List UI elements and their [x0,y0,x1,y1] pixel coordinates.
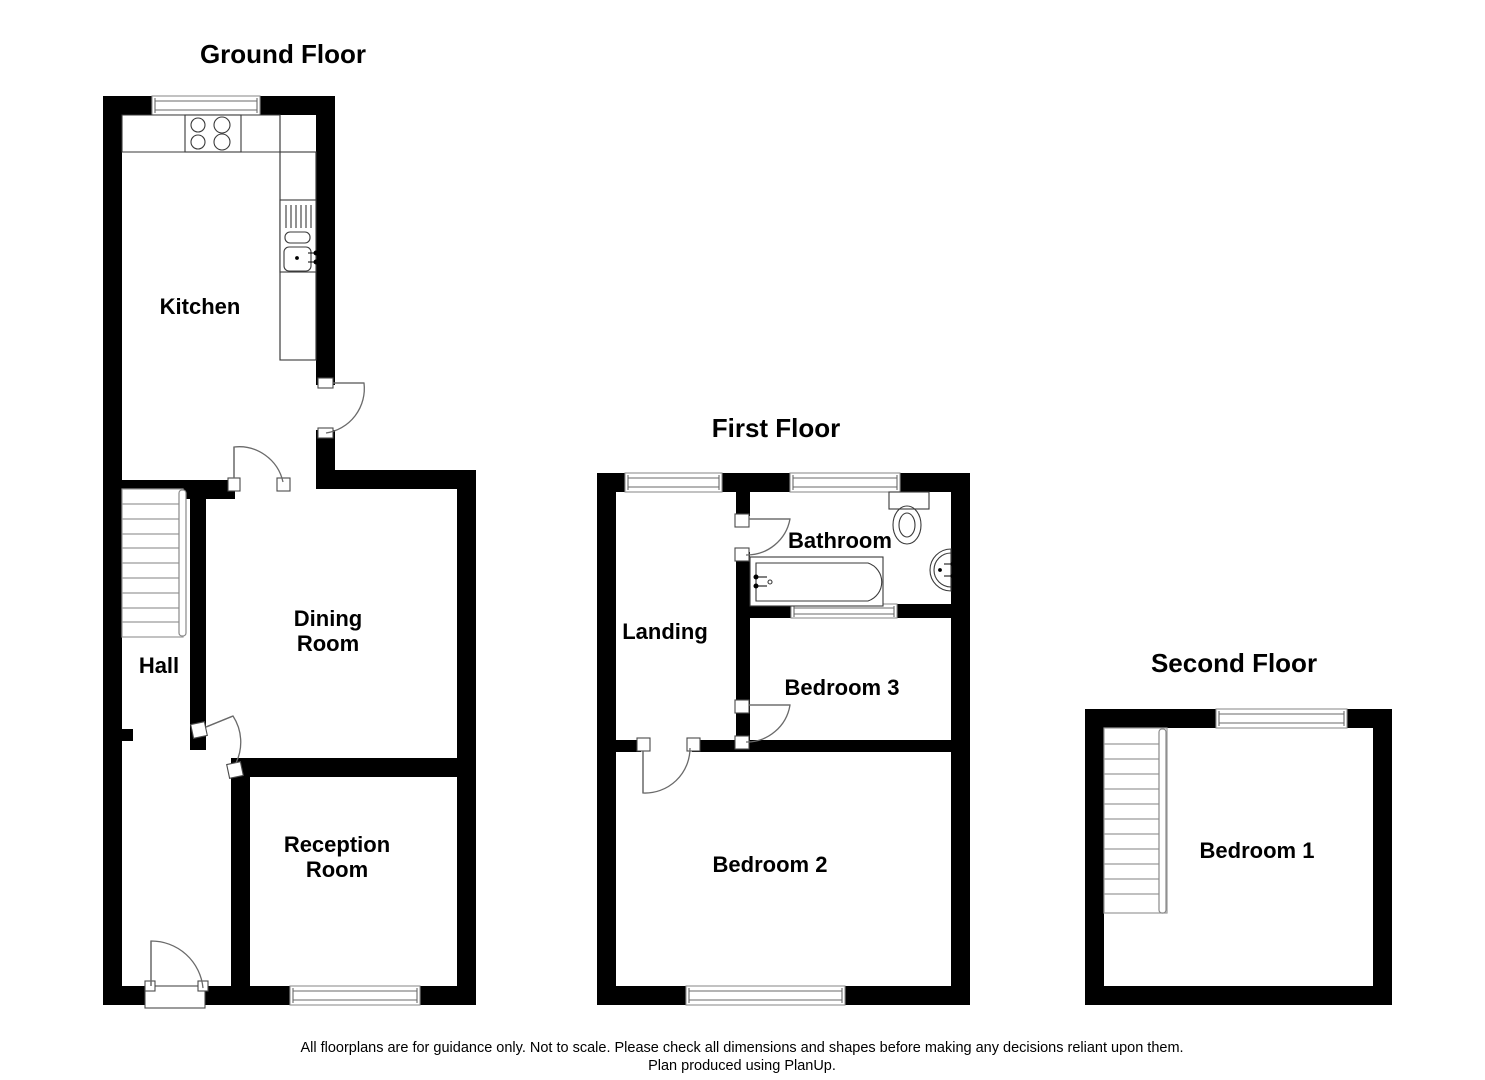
room-label-reception-line2: Room [306,857,368,882]
ground-floor-walls [103,96,476,1005]
wall-segment [951,473,970,1005]
wall-segment [1373,709,1392,1005]
wall-segment [316,470,476,489]
room-label-bathroom: Bathroom [788,528,892,553]
door-hall-dining[interactable] [190,715,244,779]
window-bedroom1-top [1215,708,1348,729]
wall-segment [1085,709,1104,1005]
room-label-landing: Landing [622,619,708,644]
hob-icon [184,114,242,153]
ground-floor-title: Ground Floor [200,39,366,69]
window-bedroom3 [790,603,898,619]
wall-segment [457,470,476,1005]
wall-segment [692,740,970,752]
door-bedroom3[interactable] [734,699,791,750]
window-bathroom-top [789,472,901,493]
wall-segment [597,740,641,752]
wall-segment [103,96,122,1005]
room-label-bedroom3: Bedroom 3 [785,675,900,700]
second-floor-group: Second Floor [1085,648,1392,1005]
ground-floor-group: Ground Floor [103,39,476,1009]
wall-segment [103,729,133,741]
sink-icon [279,199,319,273]
staircase-second [1103,727,1168,914]
room-label-kitchen: Kitchen [160,294,241,319]
wall-segment [736,492,750,516]
first-floor-group: First Floor [597,413,970,1006]
staircase-ground [121,488,187,638]
door-kitchen-back[interactable] [317,377,365,439]
wall-segment [316,96,335,385]
window-kitchen-top [151,95,261,116]
wall-segment [1085,986,1392,1005]
wall-segment [597,473,616,1005]
door-front-entrance[interactable] [144,940,209,1009]
door-kitchen-dining[interactable] [227,446,291,492]
door-bathroom[interactable] [734,513,791,562]
room-label-dining-line1: Dining [294,606,362,631]
door-bedroom2[interactable] [636,737,701,794]
wall-segment [231,758,457,777]
room-label-bedroom1: Bedroom 1 [1200,838,1315,863]
toilet-icon [888,491,930,545]
wall-segment [736,618,750,740]
room-label-bedroom2: Bedroom 2 [713,852,828,877]
footer-disclaimer-line1: All floorplans are for guidance only. No… [300,1040,1183,1056]
window-bedroom2-bottom [685,985,846,1006]
window-reception-bottom [289,985,421,1006]
window-landing-top [624,472,723,493]
first-floor-title: First Floor [712,413,841,443]
first-floor-walls [597,473,970,1005]
bathtub-icon [749,556,884,607]
washbasin-icon [929,548,956,592]
room-label-hall: Hall [139,653,179,678]
wall-segment [736,552,750,612]
wall-segment [190,480,206,750]
footer-disclaimer-line2: Plan produced using PlanUp. [648,1058,836,1074]
room-label-reception-line1: Reception [284,832,390,857]
second-floor-title: Second Floor [1151,648,1317,678]
room-label-dining-line2: Room [297,631,359,656]
wall-segment [231,758,250,1005]
